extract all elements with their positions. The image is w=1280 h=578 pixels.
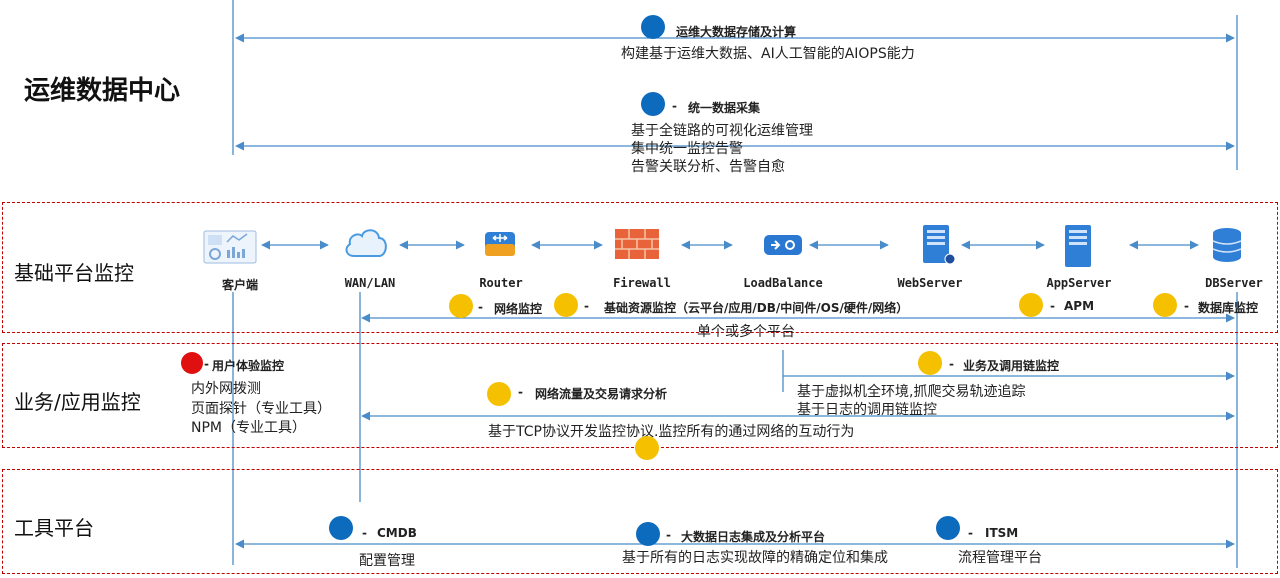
- collection-dot: [641, 92, 665, 116]
- apm-label: APM: [1064, 299, 1095, 313]
- traffic-center-dot: [635, 436, 659, 460]
- storage-dot: [641, 15, 665, 39]
- storage-label: 运维大数据存储及计算: [676, 25, 797, 39]
- node-label-webserver: WebServer: [897, 276, 963, 290]
- load-balancer-icon: [763, 232, 803, 262]
- itsm-dot: [936, 516, 960, 540]
- itsm-desc: 流程管理平台: [958, 550, 1042, 566]
- itsm-label: ITSM: [985, 526, 1019, 540]
- section-title-infra: 基础平台监控: [14, 261, 134, 285]
- bigdata-label: 大数据日志集成及分析平台: [681, 530, 826, 544]
- traffic-analysis-desc: 基于TCP协议开发监控协议.监控所有的通过网络的互动行为: [488, 424, 855, 440]
- bigdata-dash: -: [666, 528, 671, 542]
- network-monitor-dot: [449, 294, 473, 318]
- ux-line-3: NPM（专业工具）: [191, 420, 306, 436]
- cloud-icon: [342, 224, 390, 266]
- resource-monitor-label: 基础资源监控（云平台/应用/DB/中间件/OS/硬件/网络）: [604, 301, 909, 315]
- bigdata-dot: [636, 522, 660, 546]
- collection-dash: -: [672, 99, 677, 113]
- trace-line-1: 基于虚拟机全环境,抓爬交易轨迹追踪: [797, 384, 1026, 400]
- cmdb-desc: 配置管理: [359, 553, 415, 569]
- storage-desc: 构建基于运维大数据、AI人工智能的AIOPS能力: [621, 46, 915, 62]
- page-title: 运维数据中心: [24, 76, 181, 106]
- resource-monitor-dot: [554, 293, 578, 317]
- router-icon: [484, 228, 516, 264]
- itsm-dash: -: [968, 526, 973, 540]
- ux-monitor-dash: -: [204, 357, 209, 371]
- collection-line-1: 基于全链路的可视化运维管理: [631, 123, 813, 139]
- section-title-app: 业务/应用监控: [14, 390, 141, 414]
- ux-line-2: 页面探针（专业工具）: [191, 401, 331, 417]
- cmdb-dash: -: [362, 526, 367, 540]
- node-label-loadbalance: LoadBalance: [743, 276, 823, 290]
- app-server-icon: [1063, 224, 1093, 272]
- db-monitor-dot: [1153, 293, 1177, 317]
- node-label-wan: WAN/LAN: [344, 276, 396, 290]
- cmdb-label: CMDB: [377, 526, 417, 540]
- apm-dash: -: [1050, 299, 1055, 313]
- node-label-appserver: AppServer: [1046, 276, 1112, 290]
- resource-monitor-dash: -: [584, 299, 589, 313]
- ux-monitor-label: 用户体验监控: [212, 359, 285, 373]
- apm-dot: [1019, 293, 1043, 317]
- node-label-dbserver: DBServer: [1205, 276, 1263, 290]
- db-monitor-label: 数据库监控: [1198, 301, 1259, 315]
- db-server-icon: [1211, 227, 1243, 267]
- collection-line-2: 集中统一监控告警: [631, 141, 743, 157]
- platforms-label: 单个或多个平台: [697, 324, 795, 340]
- client-dashboard-icon: [203, 230, 257, 268]
- infra-section-box: [2, 202, 1278, 333]
- section-title-tools: 工具平台: [14, 516, 94, 540]
- collection-label: 统一数据采集: [688, 101, 761, 115]
- traffic-analysis-dash: -: [518, 385, 523, 399]
- trace-monitor-label: 业务及调用链监控: [963, 359, 1060, 373]
- web-server-icon: [917, 224, 957, 270]
- bigdata-desc: 基于所有的日志实现故障的精确定位和集成: [622, 550, 888, 566]
- ux-line-1: 内外网拨测: [191, 381, 261, 397]
- traffic-analysis-dot: [487, 382, 511, 406]
- node-label-client: 客户端: [221, 278, 259, 292]
- node-label-firewall: Firewall: [613, 276, 671, 290]
- traffic-analysis-label: 网络流量及交易请求分析: [535, 387, 668, 401]
- trace-monitor-dash: -: [949, 357, 954, 371]
- node-label-router: Router: [479, 276, 523, 290]
- db-monitor-dash: -: [1184, 299, 1189, 313]
- firewall-icon: [615, 229, 659, 263]
- collection-line-3: 告警关联分析、告警自愈: [631, 159, 785, 175]
- trace-line-2: 基于日志的调用链监控: [797, 402, 937, 418]
- trace-monitor-dot: [918, 351, 942, 375]
- network-monitor-label: 网络监控: [494, 302, 543, 316]
- ux-monitor-dot: [181, 352, 203, 374]
- network-monitor-dash: -: [478, 300, 483, 314]
- cmdb-dot: [329, 516, 353, 540]
- tools-section-box: [2, 469, 1278, 574]
